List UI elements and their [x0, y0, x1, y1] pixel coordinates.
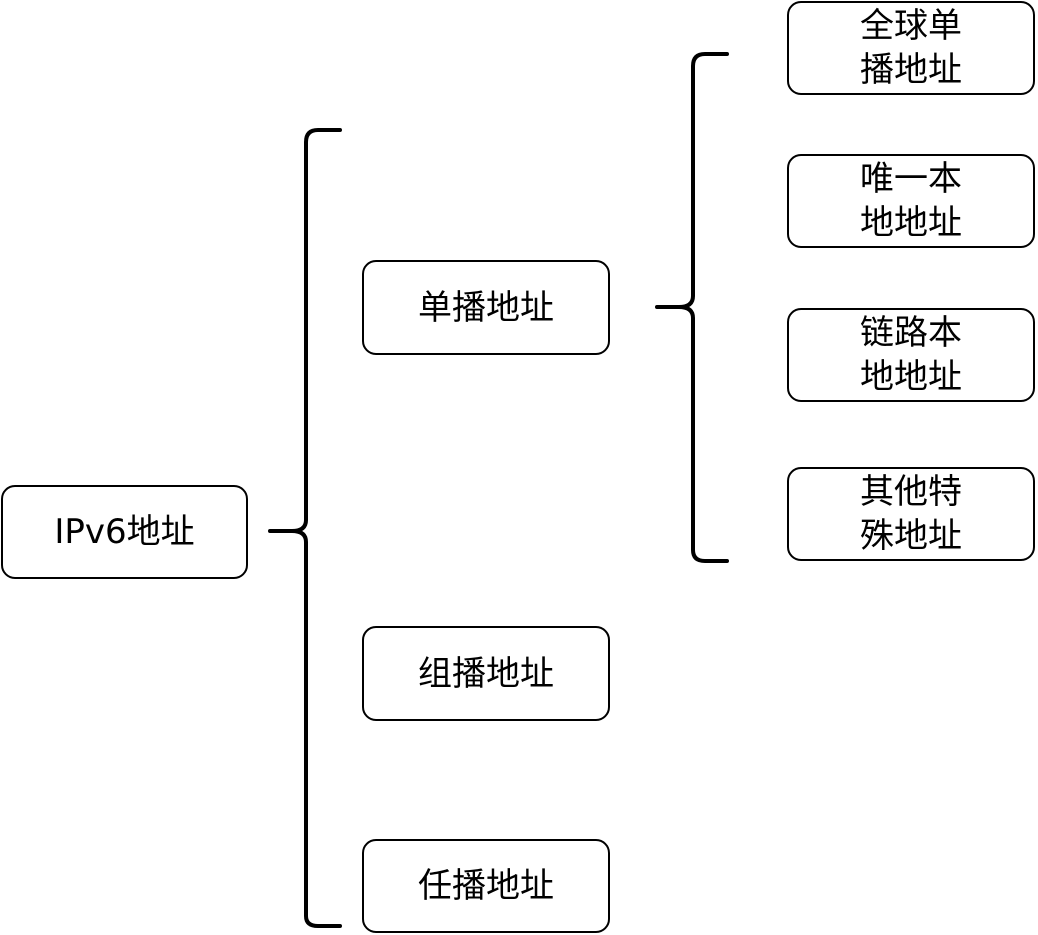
- node-label-line2: 播地址: [860, 50, 962, 90]
- node-global-unicast-address[interactable]: 全球单 播地址: [787, 1, 1035, 95]
- node-label-line1: 唯一本: [860, 159, 962, 199]
- node-link-local-address[interactable]: 链路本 地地址: [787, 308, 1035, 402]
- node-multicast-address[interactable]: 组播地址: [362, 626, 610, 721]
- node-label: 任播地址: [418, 866, 554, 906]
- node-label-line2: 殊地址: [860, 516, 962, 556]
- node-label-line1: 链路本: [860, 313, 962, 353]
- root-node-ipv6-address[interactable]: IPv6地址: [1, 485, 248, 579]
- node-label: 组播地址: [418, 653, 554, 694]
- node-label-line1: 全球单: [860, 6, 962, 46]
- node-anycast-address[interactable]: 任播地址: [362, 839, 610, 933]
- node-label-line1: 其他特: [860, 472, 962, 512]
- root-brace: [268, 128, 342, 928]
- node-label-line2: 地地址: [860, 357, 962, 397]
- node-other-special-address[interactable]: 其他特 殊地址: [787, 467, 1035, 561]
- root-node-label: IPv6地址: [54, 512, 195, 552]
- node-unicast-address[interactable]: 单播地址: [362, 260, 610, 355]
- node-label: 单播地址: [418, 287, 554, 328]
- node-unique-local-address[interactable]: 唯一本 地地址: [787, 154, 1035, 248]
- unicast-brace: [655, 52, 729, 563]
- node-label-line2: 地地址: [860, 203, 962, 243]
